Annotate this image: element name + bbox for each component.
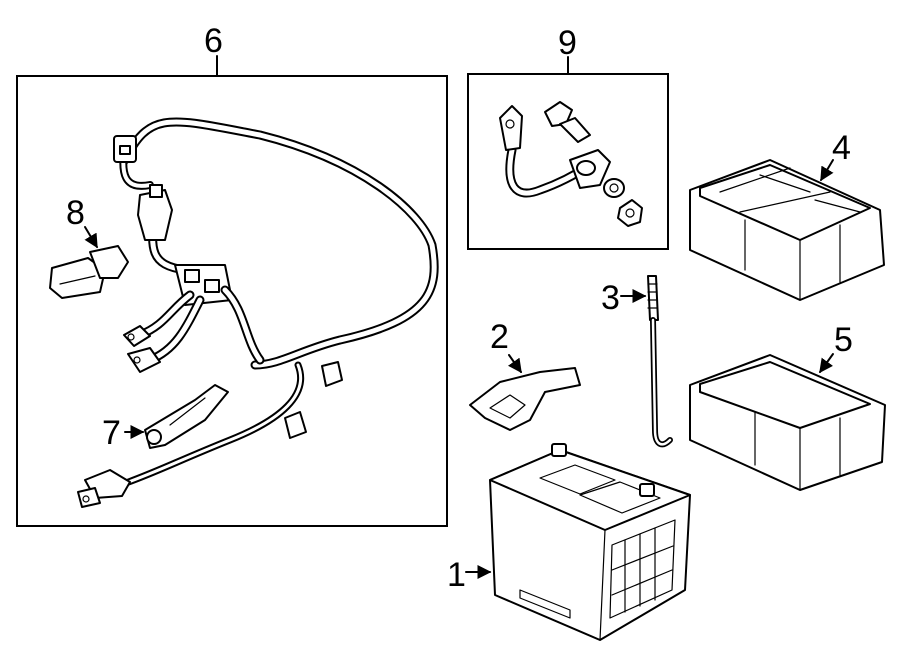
part-8-fuse-cover: [49, 245, 129, 299]
callout-8: 8: [66, 194, 85, 232]
callout-9: 9: [558, 24, 577, 62]
callout-4-arrow: [820, 159, 834, 182]
battery-cable-harness: [77, 117, 439, 508]
part-9-terminal-cable: [499, 101, 643, 227]
callout-5: 5: [834, 321, 853, 359]
callout-4: 4: [832, 129, 851, 167]
cable-group-box: [16, 75, 448, 527]
callout-8-arrow: [84, 226, 98, 249]
callout-6: 6: [204, 22, 223, 60]
callout-2: 2: [490, 318, 509, 356]
callout-2-arrow: [508, 354, 522, 374]
part-2-hold-down-bracket: [469, 367, 581, 431]
part-7-terminal-cover: [144, 384, 229, 449]
callout-1: 1: [447, 556, 466, 594]
part-3-hold-down-rod: [647, 275, 673, 448]
callout-3: 3: [601, 279, 620, 317]
callout-5-arrow: [819, 353, 834, 374]
part-4-battery-tray: [689, 159, 885, 301]
callout-7: 7: [102, 414, 121, 452]
part-1-battery: [489, 443, 691, 641]
part-5-battery-box: [689, 354, 886, 491]
